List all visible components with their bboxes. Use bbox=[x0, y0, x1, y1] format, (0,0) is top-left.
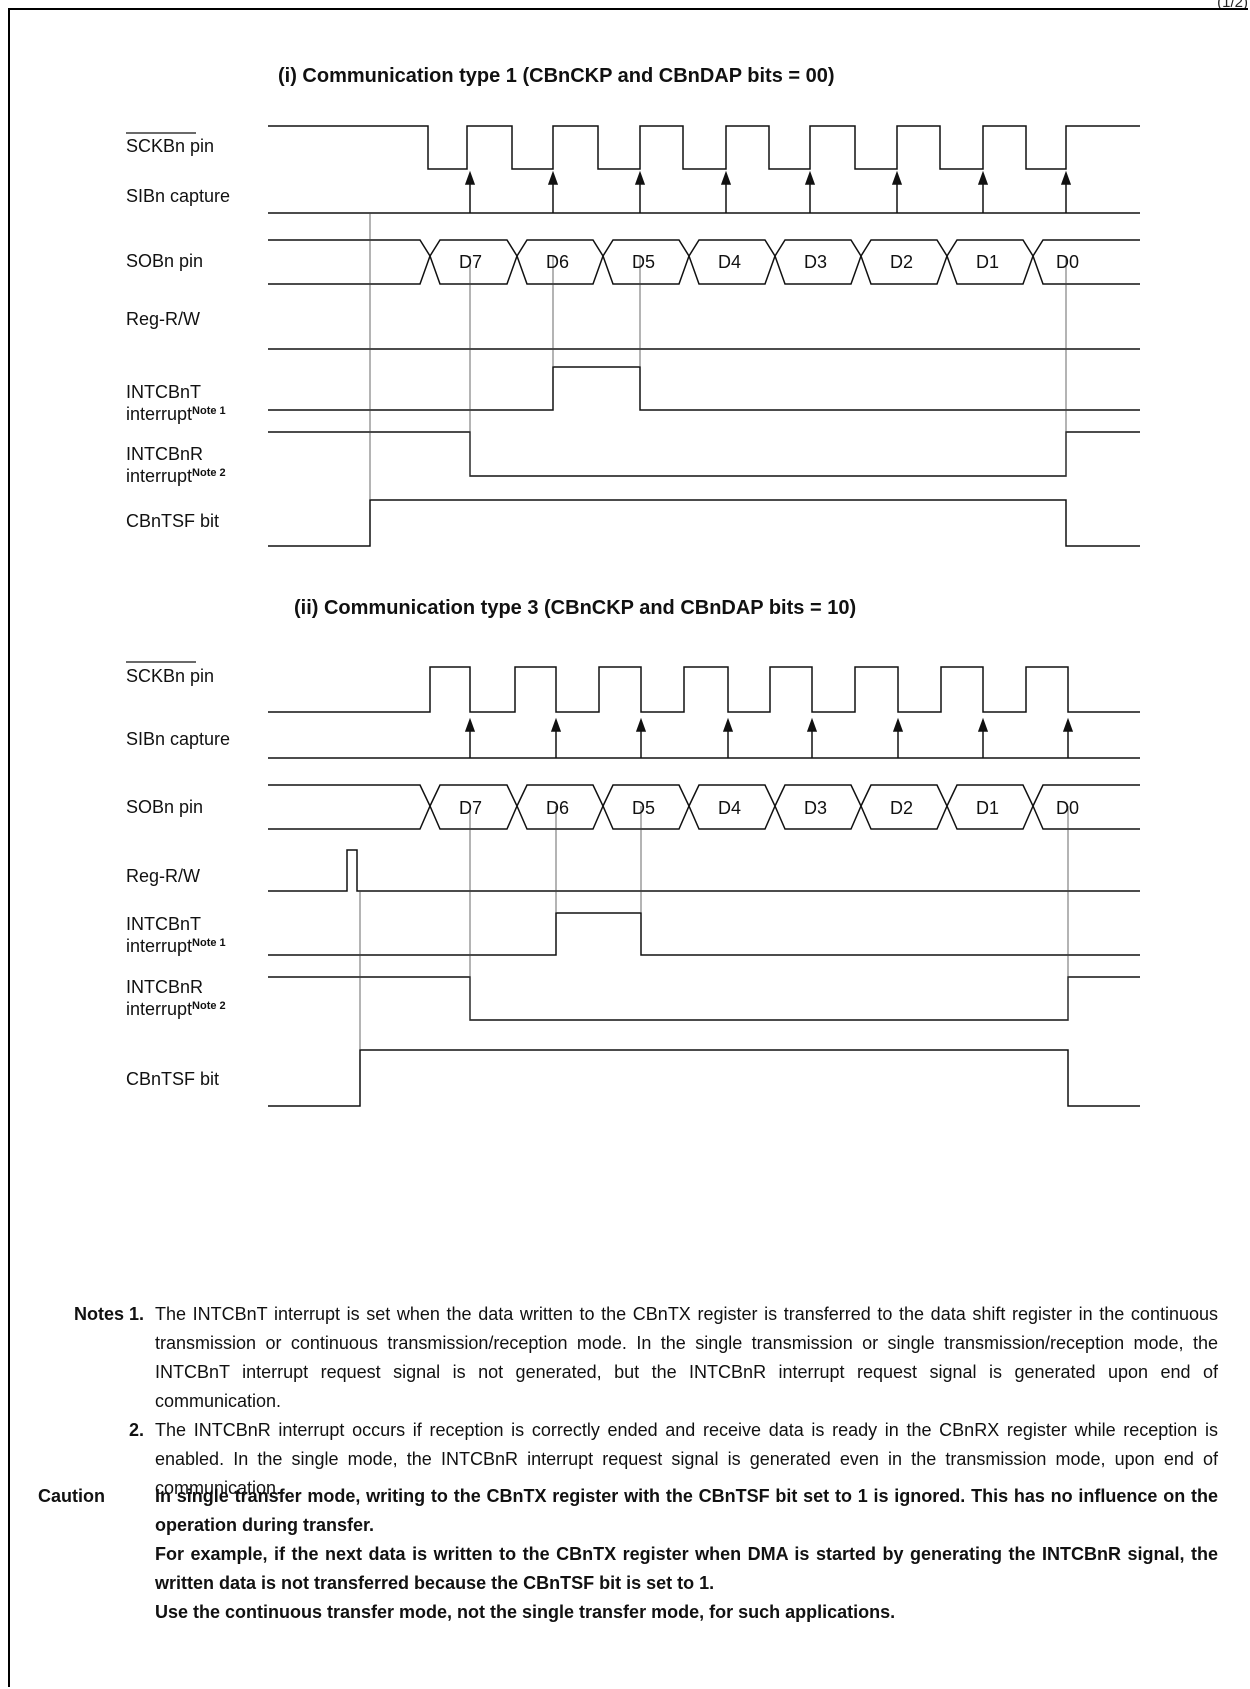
capture-arrow-2-4 bbox=[722, 717, 734, 758]
label-intcbnr-interrupt-2: interruptNote 2 bbox=[126, 999, 226, 1019]
caution-line-1: In single transfer mode, writing to the … bbox=[155, 1486, 1218, 1535]
capture-arrow-2-2 bbox=[550, 717, 562, 758]
notes-label: Notes 1. bbox=[73, 1304, 144, 1324]
reg-rw-waveform-2 bbox=[268, 849, 1140, 892]
capture-arrow-2-3 bbox=[635, 717, 647, 758]
bit-label-d0-2: D0 bbox=[1056, 798, 1079, 818]
label-intcbnt-1: INTCBnT bbox=[126, 382, 201, 402]
cbntsf-waveform-2 bbox=[268, 1049, 1140, 1107]
sobn-bit-d0-1 bbox=[1032, 239, 1140, 285]
label-sobn-pin-1: SOBn pin bbox=[126, 251, 203, 271]
bit-label-d7-2: D7 bbox=[459, 798, 482, 818]
capture-arrow-2-1 bbox=[464, 717, 476, 758]
label-cbntsf-bit-1: CBnTSF bit bbox=[126, 511, 219, 531]
page-number: (1/2) bbox=[1217, 0, 1248, 11]
label-sckbn-pin-1: SCKBn pin bbox=[126, 136, 214, 156]
label-intcbnt-interrupt-1: interruptNote 1 bbox=[126, 404, 226, 424]
bit-label-d5-1: D5 bbox=[632, 252, 655, 272]
bit-label-d3-1: D3 bbox=[804, 252, 827, 272]
capture-arrow-1-4 bbox=[720, 170, 732, 213]
timing-diagram-type-3: (ii) Communication type 3 (CBnCKP and CB… bbox=[126, 597, 1140, 1107]
capture-arrow-1-3 bbox=[634, 170, 646, 213]
bit-label-d0-1: D0 bbox=[1056, 252, 1079, 272]
caution-para-2: For example, if the next data is written… bbox=[18, 1540, 1218, 1598]
bit-label-d4-2: D4 bbox=[718, 798, 741, 818]
bit-label-d2-2: D2 bbox=[890, 798, 913, 818]
capture-arrow-2-6 bbox=[892, 717, 904, 758]
capture-arrow-1-2 bbox=[547, 170, 559, 213]
timing-diagram-type-1: (i) Communication type 1 (CBnCKP and CBn… bbox=[126, 65, 1140, 547]
capture-arrow-1-5 bbox=[804, 170, 816, 213]
label-cbntsf-bit-2: CBnTSF bit bbox=[126, 1069, 219, 1089]
capture-arrow-2-5 bbox=[806, 717, 818, 758]
capture-arrow-1-7 bbox=[977, 170, 989, 213]
label-reg-rw-1: Reg-R/W bbox=[126, 309, 200, 329]
sobn-idle-1 bbox=[268, 239, 431, 285]
bit-label-d7-1: D7 bbox=[459, 252, 482, 272]
note-2-text: The INTCBnR interrupt occurs if receptio… bbox=[155, 1420, 1218, 1498]
label-reg-rw-2: Reg-R/W bbox=[126, 866, 200, 886]
bit-label-d1-2: D1 bbox=[976, 798, 999, 818]
bit-label-d6-2: D6 bbox=[546, 798, 569, 818]
caution-line-2: For example, if the next data is written… bbox=[155, 1544, 1218, 1593]
caution-label: Caution bbox=[38, 1486, 105, 1506]
caution-line-3: Use the continuous transfer mode, not th… bbox=[155, 1602, 896, 1622]
label-sckbn-pin-2: SCKBn pin bbox=[126, 666, 214, 686]
diagram2-title: (ii) Communication type 3 (CBnCKP and CB… bbox=[294, 597, 856, 619]
bit-label-d2-1: D2 bbox=[890, 252, 913, 272]
capture-arrow-2-7 bbox=[977, 717, 989, 758]
bit-label-d4-1: D4 bbox=[718, 252, 741, 272]
label-sobn-pin-2: SOBn pin bbox=[126, 797, 203, 817]
intcbnr-waveform-2 bbox=[268, 976, 1140, 1021]
note-1: Notes 1. The INTCBnT interrupt is set wh… bbox=[18, 1300, 1218, 1416]
label-intcbnr-1: INTCBnR bbox=[126, 444, 203, 464]
intcbnr-waveform-1 bbox=[268, 431, 1140, 477]
bit-label-d1-1: D1 bbox=[976, 252, 999, 272]
capture-arrow-2-8 bbox=[1062, 717, 1074, 758]
sobn-bit-d0-2 bbox=[1032, 784, 1140, 830]
label-sibn-capture-2: SIBn capture bbox=[126, 729, 230, 749]
sckbn-waveform-1 bbox=[268, 125, 1140, 170]
capture-arrow-1-1 bbox=[464, 170, 476, 213]
caution-para-3: Use the continuous transfer mode, not th… bbox=[18, 1598, 1218, 1627]
capture-arrow-1-6 bbox=[891, 170, 903, 213]
intcbnt-waveform-1 bbox=[268, 366, 1140, 411]
label-intcbnr-interrupt-1: interruptNote 2 bbox=[126, 466, 226, 486]
note-2: 2. The INTCBnR interrupt occurs if recep… bbox=[18, 1416, 1218, 1503]
sckbn-waveform-2 bbox=[268, 666, 1140, 713]
diagram1-title: (i) Communication type 1 (CBnCKP and CBn… bbox=[278, 65, 835, 87]
page-frame bbox=[8, 8, 1248, 1687]
bit-label-d3-2: D3 bbox=[804, 798, 827, 818]
caution-section: Caution In single transfer mode, writing… bbox=[18, 1482, 1218, 1627]
capture-arrow-1-8 bbox=[1060, 170, 1072, 213]
caution-para-1: Caution In single transfer mode, writing… bbox=[18, 1482, 1218, 1540]
label-sibn-capture-1: SIBn capture bbox=[126, 186, 230, 206]
cbntsf-waveform-1 bbox=[268, 499, 1140, 547]
intcbnt-waveform-2 bbox=[268, 912, 1140, 956]
bit-label-d5-2: D5 bbox=[632, 798, 655, 818]
note-1-text: The INTCBnT interrupt is set when the da… bbox=[155, 1304, 1218, 1411]
label-intcbnr-2: INTCBnR bbox=[126, 977, 203, 997]
label-intcbnt-2: INTCBnT bbox=[126, 914, 201, 934]
label-intcbnt-interrupt-2: interruptNote 1 bbox=[126, 936, 226, 956]
note-2-label: 2. bbox=[128, 1420, 144, 1440]
timing-diagrams: (i) Communication type 1 (CBnCKP and CBn… bbox=[126, 65, 1140, 1107]
bit-label-d6-1: D6 bbox=[546, 252, 569, 272]
sobn-idle-2 bbox=[268, 784, 431, 830]
notes-section: Notes 1. The INTCBnT interrupt is set wh… bbox=[18, 1300, 1218, 1503]
